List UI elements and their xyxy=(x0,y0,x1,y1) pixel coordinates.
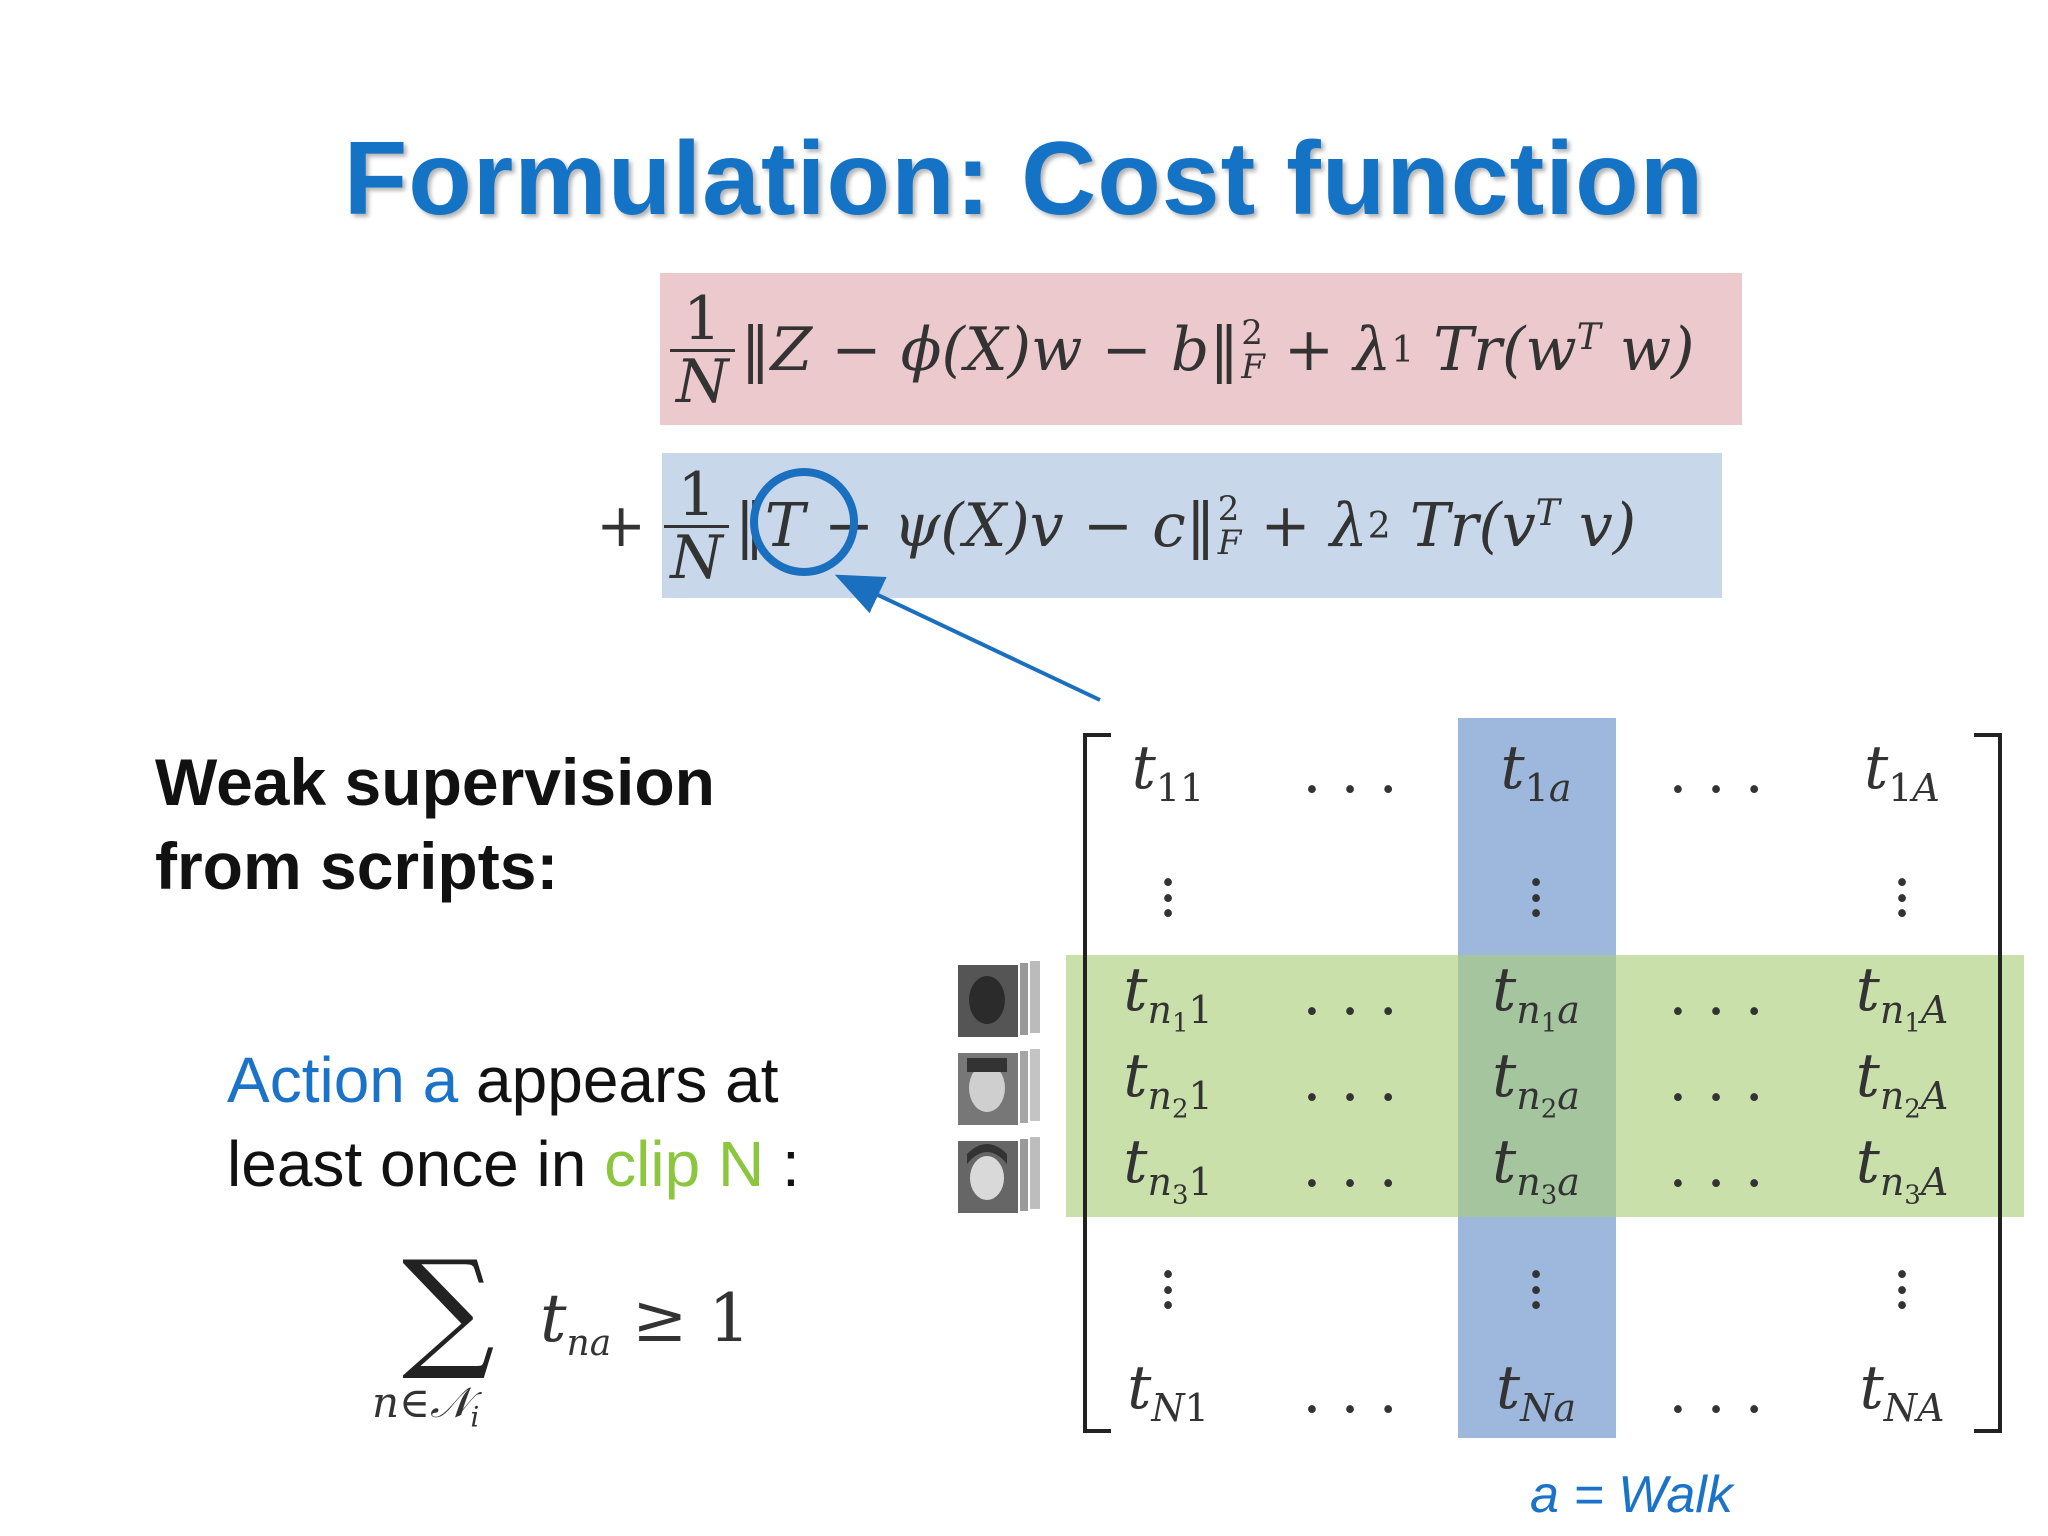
arrow-line xyxy=(834,574,1101,702)
walk-label: a = Walk xyxy=(1530,1466,1733,1524)
cell-dots: . . . xyxy=(1302,737,1398,807)
cell-tNA: tNA xyxy=(1859,1353,1945,1430)
cell-tNa: tNa xyxy=(1495,1353,1577,1430)
face-thumbnail-3 xyxy=(956,1135,1042,1214)
cell-dots: . . . xyxy=(1302,1357,1398,1427)
cell-dots: . . . xyxy=(1668,737,1764,807)
cell-vdots: ... xyxy=(1158,830,1178,932)
action-statement: Action a appears at least once in clip N… xyxy=(227,1038,800,1206)
cell-vdots: ... xyxy=(1526,830,1546,932)
action-a-text: Action a xyxy=(227,1044,459,1116)
cell-tN1: tN1 xyxy=(1127,1353,1209,1430)
cell-tn21: tn21 xyxy=(1123,1041,1213,1125)
cell-dots: . . . xyxy=(1302,959,1398,1029)
matrix-left-bracket xyxy=(1083,733,1111,1433)
clip-rows-highlight xyxy=(1066,955,2024,1217)
cell-tn3a: tn3a xyxy=(1492,1127,1580,1211)
cell-vdots: ... xyxy=(1892,830,1912,932)
cell-dots: . . . xyxy=(1302,1131,1398,1201)
weak-line-2: from scripts: xyxy=(155,829,559,903)
clip-n-text: clip N xyxy=(604,1128,765,1200)
weak-supervision-heading: Weak supervision from scripts: xyxy=(155,740,715,908)
matrix-right-bracket xyxy=(1974,733,2002,1433)
cell-tn1A: tn1A xyxy=(1855,955,1949,1039)
cell-tn3A: tn3A xyxy=(1855,1127,1949,1211)
cell-t11: t11 xyxy=(1131,733,1205,810)
cell-vdots: ... xyxy=(1526,1222,1546,1324)
cell-tn11: tn11 xyxy=(1123,955,1213,1039)
cell-t1A: t1A xyxy=(1864,733,1940,810)
least-once-text: least once in xyxy=(227,1128,605,1200)
action-term-box xyxy=(662,453,1722,598)
cell-tn31: tn31 xyxy=(1123,1127,1213,1211)
cell-t1a: t1a xyxy=(1500,733,1572,810)
cell-vdots: ... xyxy=(1158,1222,1178,1324)
cell-dots: . . . xyxy=(1302,1045,1398,1115)
highlight-circle xyxy=(750,468,858,576)
colon-text: : xyxy=(764,1128,800,1200)
cell-dots: . . . xyxy=(1668,959,1764,1029)
cell-vdots: ... xyxy=(1892,1222,1912,1324)
weak-line-1: Weak supervision xyxy=(155,745,716,819)
cell-tn2a: tn2a xyxy=(1492,1041,1580,1125)
face-thumbnail-1 xyxy=(956,959,1042,1038)
cell-dots: . . . xyxy=(1668,1357,1764,1427)
slide-title: Formulation: Cost function xyxy=(343,121,1705,237)
cell-tn2A: tn2A xyxy=(1855,1041,1949,1125)
cell-tn1a: tn1a xyxy=(1492,955,1580,1039)
appears-at-text: appears at xyxy=(458,1044,779,1116)
cell-dots: . . . xyxy=(1668,1045,1764,1115)
cell-dots: . . . xyxy=(1668,1131,1764,1201)
data-term-box xyxy=(660,273,1742,425)
sum-constraint: ∑ n∈𝒩i tna ≥ 1 xyxy=(372,1232,751,1434)
face-thumbnail-2 xyxy=(956,1047,1042,1126)
